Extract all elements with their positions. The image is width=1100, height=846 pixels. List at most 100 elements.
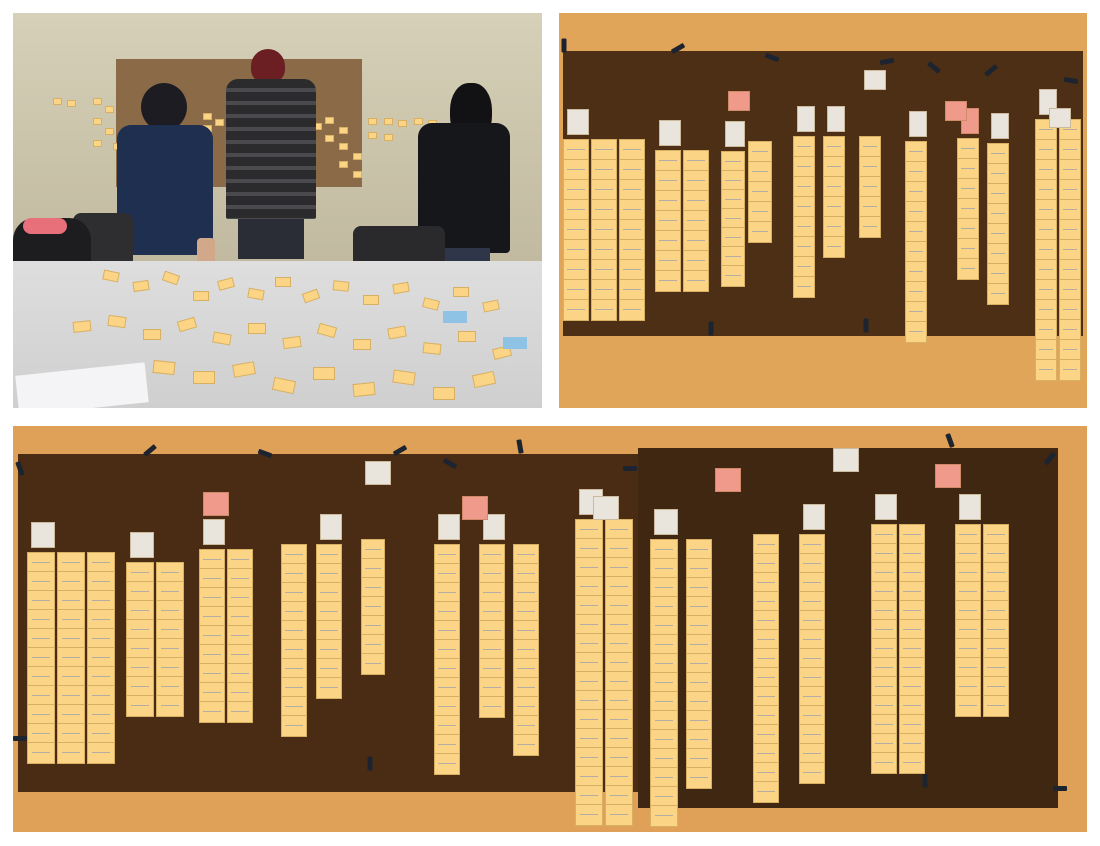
sticky-note (823, 236, 845, 258)
sticky-note (1059, 219, 1081, 241)
sticky-note (591, 179, 617, 201)
sticky-note (823, 216, 845, 238)
sticky-note (434, 544, 460, 566)
sticky-note (683, 270, 709, 292)
sticky-note (905, 301, 927, 323)
sticky-note (987, 263, 1009, 285)
sticky-note (683, 230, 709, 252)
header-note (991, 113, 1009, 139)
sticky-note (655, 190, 681, 212)
header-note (203, 519, 225, 545)
sticky-note (748, 181, 772, 203)
sticky-note (799, 553, 825, 575)
sticky-note (899, 752, 925, 774)
sticky-note (905, 181, 927, 203)
sticky-note (605, 766, 633, 788)
sticky-note (591, 159, 617, 181)
sticky-note (823, 176, 845, 198)
affinity-wall-photo-panel (559, 13, 1087, 408)
sticky-note (955, 695, 981, 717)
sticky-note (1035, 259, 1057, 281)
sticky-note (619, 219, 645, 241)
sticky-note (87, 742, 115, 764)
sticky-note (361, 653, 385, 675)
sticky-note (859, 136, 881, 158)
sticky-note (905, 221, 927, 243)
sticky-note (686, 767, 712, 789)
sticky-note (126, 657, 154, 679)
header-note (725, 121, 745, 147)
sticky-note (563, 159, 589, 181)
sticky-note (655, 150, 681, 172)
sticky-note (905, 141, 927, 163)
sticky-note (1035, 319, 1057, 341)
header-note (320, 514, 342, 540)
sticky-note (987, 223, 1009, 245)
header-note (833, 448, 859, 472)
sticky-note (721, 151, 745, 173)
sticky-note (899, 524, 925, 546)
sticky-note (563, 199, 589, 221)
header-note (1049, 108, 1071, 128)
sticky-note (1035, 159, 1057, 181)
sticky-note (563, 219, 589, 241)
sticky-note (479, 620, 505, 642)
sticky-note (1059, 299, 1081, 321)
sticky-note (1035, 339, 1057, 361)
sticky-note (316, 677, 342, 699)
header-note (483, 514, 505, 540)
sticky-note (793, 156, 815, 178)
sticky-note (563, 179, 589, 201)
sticky-note (859, 156, 881, 178)
sticky-note (1035, 199, 1057, 221)
sticky-note (619, 239, 645, 261)
sticky-note (650, 805, 678, 827)
sticky-note (748, 161, 772, 183)
tape-icon (516, 439, 524, 454)
header-note (130, 532, 154, 558)
sticky-note (683, 190, 709, 212)
sticky-note (1059, 179, 1081, 201)
sticky-note (605, 690, 633, 712)
tape-icon (945, 433, 955, 448)
tape-icon (1053, 786, 1067, 791)
sticky-note (987, 163, 1009, 185)
sticky-note (619, 179, 645, 201)
sticky-note (655, 210, 681, 232)
header-note (864, 70, 886, 90)
sticky-note (619, 139, 645, 161)
header-note (203, 492, 229, 516)
sticky-note (591, 299, 617, 321)
sticky-note (957, 258, 979, 280)
header-note (659, 120, 681, 146)
sticky-note (1035, 219, 1057, 241)
header-note (728, 91, 750, 111)
sticky-note (793, 136, 815, 158)
sticky-note (281, 620, 307, 642)
sticky-note (605, 709, 633, 731)
sticky-note (983, 695, 1009, 717)
header-note (959, 494, 981, 520)
header-note (935, 464, 961, 488)
sticky-note (1059, 259, 1081, 281)
header-note (31, 522, 55, 548)
header-note (593, 496, 619, 520)
sticky-note (905, 321, 927, 343)
sticky-note (793, 216, 815, 238)
sticky-note (227, 701, 253, 723)
sticky-note (591, 219, 617, 241)
header-note (797, 106, 815, 132)
sticky-note (793, 256, 815, 278)
sticky-note (1059, 199, 1081, 221)
sticky-note (683, 210, 709, 232)
sticky-note (281, 582, 307, 604)
sticky-note (987, 243, 1009, 265)
sticky-note (799, 610, 825, 632)
sticky-note (987, 203, 1009, 225)
sticky-note (479, 696, 505, 718)
sticky-note (513, 734, 539, 756)
sticky-note (799, 591, 825, 613)
workshop-photo-panel (13, 13, 542, 408)
header-note (462, 496, 488, 520)
sticky-note (27, 685, 55, 707)
